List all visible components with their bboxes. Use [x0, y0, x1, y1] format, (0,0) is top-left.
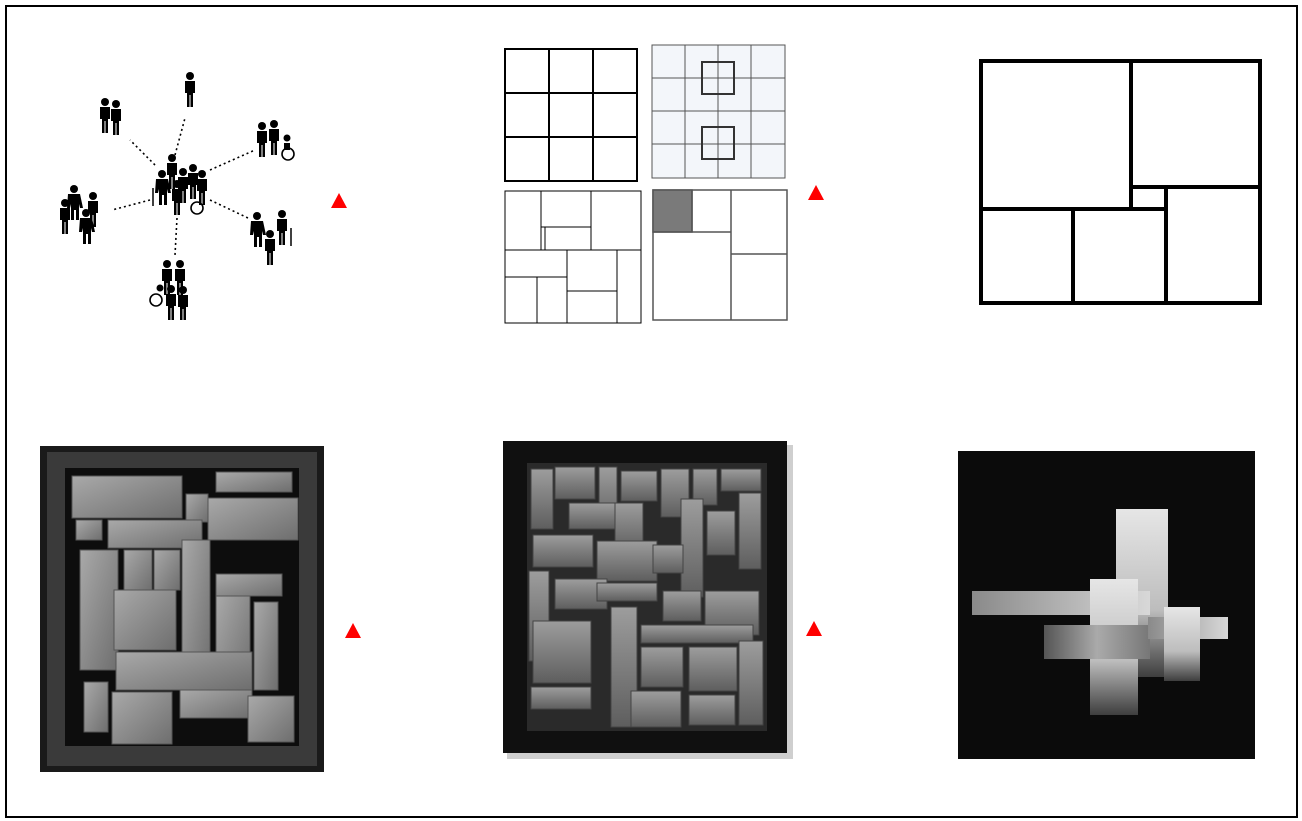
wood-relief-photo-1 [40, 446, 324, 772]
wood-relief-image [40, 446, 324, 772]
metal-sculpture-image [958, 451, 1255, 759]
metal-sculpture-photo [958, 451, 1255, 759]
final-composition-panel [978, 57, 1264, 307]
arrow-icon [331, 193, 347, 208]
wood-blocks-image [503, 441, 793, 759]
people-network-panel [50, 60, 320, 320]
arrow-icon [806, 621, 822, 636]
grid-studies-panel [503, 43, 793, 325]
composition-drawing [978, 57, 1264, 307]
grid-studies-drawing [503, 43, 793, 325]
people-network-icon [50, 60, 320, 320]
wood-relief-photo-2 [503, 441, 793, 759]
arrow-icon [345, 623, 361, 638]
arrow-icon [808, 185, 824, 200]
